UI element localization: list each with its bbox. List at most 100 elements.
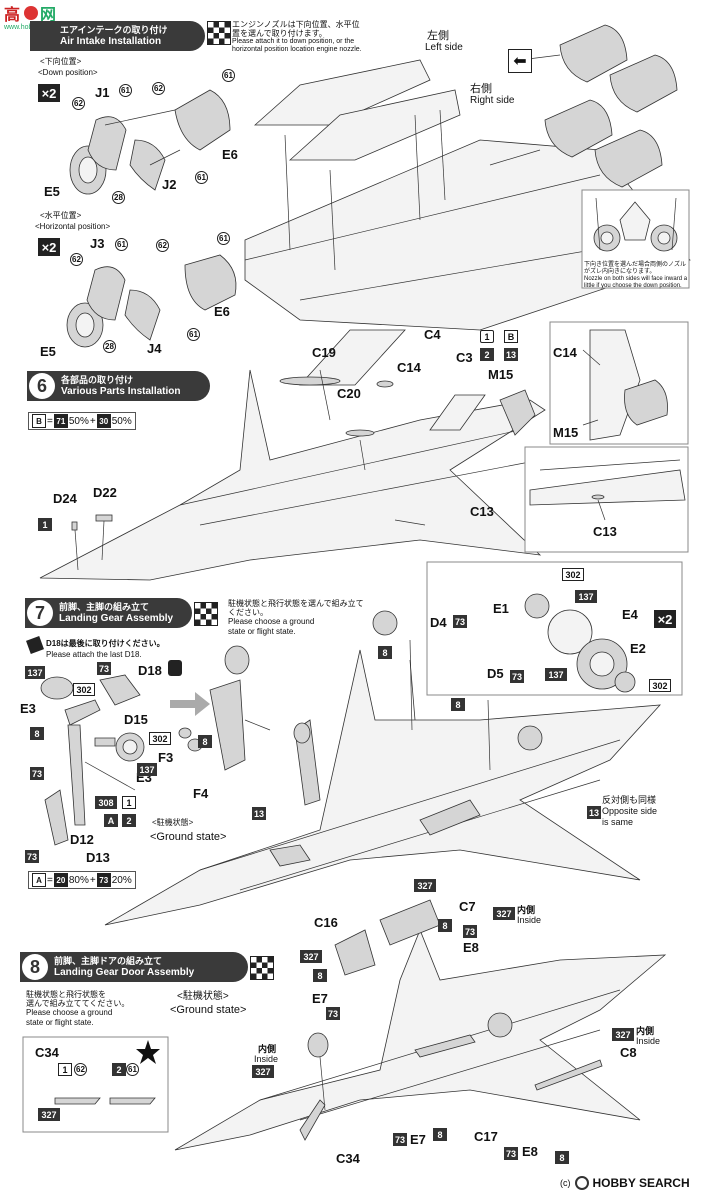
intake-parts-down <box>66 89 237 348</box>
arrow-box-icon: ⬅ <box>508 49 532 73</box>
footer-brand-name: HOBBY SEARCH <box>592 1176 690 1190</box>
code-13-a: 13 <box>252 807 266 820</box>
part-f4: F4 <box>193 786 209 801</box>
step8-choose-note: 駐機状態と飛行状態を 選んで組み立ててください。 Please choose a… <box>26 990 166 1027</box>
aircraft-step5 <box>244 59 691 331</box>
code-327-b: 327 <box>493 907 515 920</box>
mix-pct-20: 20% <box>111 874 132 886</box>
part-m15: M15 <box>488 367 514 382</box>
code-302-d: 302 <box>649 679 671 692</box>
star-icon <box>136 1040 160 1064</box>
step7-title-jp: 前脚、主脚の組み立て <box>59 602 150 613</box>
paint-28-b: 28 <box>103 340 116 353</box>
code-327-a: 327 <box>414 879 436 892</box>
part-j4: J4 <box>147 341 162 356</box>
paint-62-c: 62 <box>70 253 83 266</box>
part-c17: C17 <box>474 1129 498 1144</box>
mix-30-code: 30 <box>96 414 111 428</box>
code-73-g: 73 <box>326 1007 340 1020</box>
horizontal-position-jp: <水平位置> <box>40 211 82 220</box>
step7-number: 7 <box>27 600 53 626</box>
code-73-e: 73 <box>510 670 524 683</box>
part-d15: D15 <box>124 712 148 727</box>
code-73-h: 73 <box>393 1133 407 1146</box>
part-j1: J1 <box>95 85 110 100</box>
part-j2: J2 <box>162 177 177 192</box>
part-e6-b: E6 <box>214 304 230 319</box>
part-c4: C4 <box>424 327 441 342</box>
code-302-b: 302 <box>149 732 171 745</box>
code-302-a: 302 <box>73 683 95 696</box>
inside-en-b: Inside <box>254 1054 279 1064</box>
step5-title-en: Air Intake Installation <box>60 35 162 47</box>
step6-badge-13: 13 <box>504 348 518 361</box>
paint-61-e: 61 <box>217 232 230 245</box>
step8-header: 8 前脚、主脚ドアの組み立て Landing Gear Door Assembl… <box>20 952 248 982</box>
part-e4: E4 <box>622 607 638 622</box>
part-e3-a: E3 <box>20 701 36 716</box>
mix-plus-a: + <box>89 874 96 886</box>
code-73-a: 73 <box>97 662 111 675</box>
mix-pct-80: 80% <box>68 874 89 886</box>
mix-71-code: 71 <box>53 414 68 428</box>
gear-parts-step7 <box>40 645 271 846</box>
step6-header: 6 各部品の取り付け Various Parts Installation <box>27 371 210 401</box>
code-137-d: 137 <box>545 668 567 681</box>
down-position-jp: <下向位置> <box>40 57 82 66</box>
aircraft-step8 <box>174 899 667 1151</box>
part-e6-a: E6 <box>222 147 238 162</box>
qty-x2-horizontal: ×2 <box>38 238 60 256</box>
inside-jp-a: 内側 <box>517 905 536 915</box>
code-73-b: 73 <box>30 767 44 780</box>
part-e1: E1 <box>493 601 509 616</box>
part-d4: D4 <box>430 615 447 630</box>
part-c8: C8 <box>620 1045 637 1060</box>
part-e2: E2 <box>630 641 646 656</box>
checker-flag-icon <box>207 21 231 45</box>
part-f3: F3 <box>158 750 174 765</box>
mix-b-code: B <box>32 414 46 428</box>
inside-en-c: Inside <box>636 1036 661 1046</box>
step7-choose-en1: Please choose a ground <box>228 617 315 627</box>
part-e5-b: E5 <box>40 344 56 359</box>
attach-last-jp: D18は最後に取り付けください。 <box>46 639 165 648</box>
step7-title-en: Landing Gear Assembly <box>59 612 174 624</box>
part-c14: C14 <box>397 360 421 375</box>
inset-part-c14: C14 <box>553 345 577 360</box>
step5-header: エアインテークの取り付け Air Intake Installation <box>30 21 205 51</box>
paint-28-a: 28 <box>112 191 125 204</box>
glue-icon <box>168 660 182 676</box>
part-j3: J3 <box>90 236 105 251</box>
step8-title-en: Landing Gear Door Assembly <box>54 966 195 978</box>
code-73-f: 73 <box>463 925 477 938</box>
part-d12: D12 <box>70 832 94 847</box>
part-c16: C16 <box>314 915 338 930</box>
step7-choose-en2: state or flight state. <box>228 626 296 636</box>
part-d24: D24 <box>53 491 77 506</box>
left-side-jp: 左側 <box>427 30 449 42</box>
mix-plus: + <box>89 415 96 427</box>
step8-number: 8 <box>22 954 48 980</box>
step6-number: 6 <box>29 373 55 399</box>
step7-header: 7 前脚、主脚の組み立て Landing Gear Assembly <box>25 598 192 628</box>
step8-choose-jp1: 駐機状態と飛行状態を <box>26 990 106 999</box>
mix-a-code: A <box>32 873 46 887</box>
part-d22: D22 <box>93 485 117 500</box>
code-327-c: 327 <box>300 950 322 963</box>
part-c20: C20 <box>337 386 361 401</box>
inset-note: 下向き位置を選んだ場合両側のノズルがズレ内向きになります。 Nozzle on … <box>584 262 688 290</box>
code-308: 308 <box>95 796 117 809</box>
step7-choose-note: 駐機状態と飛行状態を選んで組み立てください。 Please choose a g… <box>228 599 368 636</box>
logo-char-1: 高 <box>4 7 21 24</box>
inset-note-jp: 下向き位置を選んだ場合両側のノズルがズレ内向きになります。 <box>584 262 687 275</box>
nozzle-note-en: Please attach it to down position, or th… <box>232 38 362 54</box>
aircraft-step6 <box>39 329 546 581</box>
step8-title-jp: 前脚、主脚ドアの組み立て <box>54 956 163 967</box>
checker-flag-icon-step7 <box>194 602 218 626</box>
step6-title-jp: 各部品の取り付け <box>61 375 134 386</box>
code-8-e: 8 <box>438 919 452 932</box>
code-8-b: 8 <box>198 735 212 748</box>
